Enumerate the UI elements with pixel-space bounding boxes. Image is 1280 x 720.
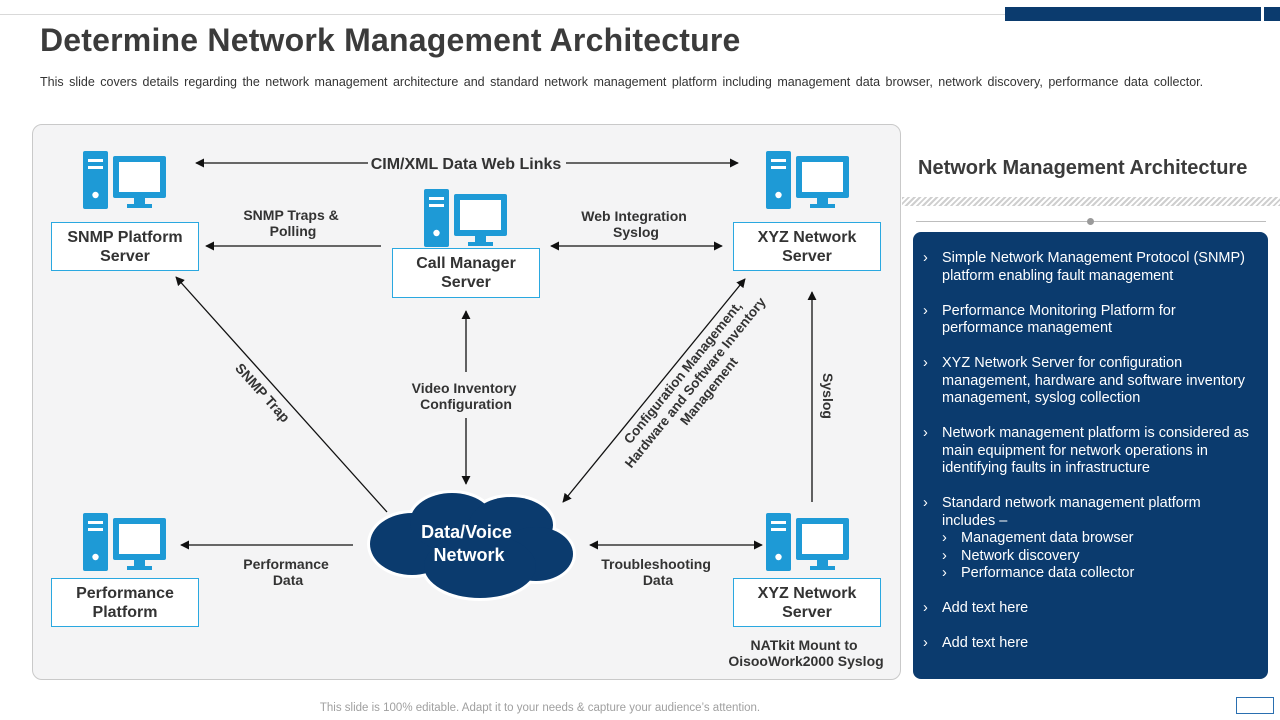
bullet-item: Simple Network Management Protocol (SNMP… — [923, 250, 1254, 285]
call-manager-label-line2: Server — [441, 274, 491, 291]
xyz-top-label-line1: XYZ Network — [757, 228, 857, 246]
troubleshooting-label-line1: Troubleshooting — [601, 556, 711, 572]
cim-xml-label: CIM/XML Data Web Links — [371, 156, 562, 173]
top-divider — [0, 14, 1005, 15]
page-title: Determine Network Management Architectur… — [40, 22, 741, 58]
top-accent-bar — [1005, 7, 1261, 21]
sub-bullet-item: Performance data collector — [942, 565, 1254, 583]
bullet-item: Add text here — [923, 600, 1254, 618]
natkit-label-line1: NATkit Mount to — [751, 637, 858, 653]
svg-text:NATkit Mount to OisooWork2: NATkit Mount to OisooWork2000 Syslog — [728, 637, 883, 669]
svg-text:Data/Voice Network: Data/Voice Network — [421, 522, 517, 565]
svg-text:Web Integration Syslog: Web Integration Syslog — [581, 208, 690, 240]
bullet-text: Add text here — [942, 635, 1029, 651]
performance-computer-icon — [83, 513, 166, 571]
snmp-server-label-line1: SNMP Platform — [67, 228, 183, 246]
bullet-item: Performance Monitoring Platform for perf… — [923, 303, 1254, 338]
snmp-traps-label-line2: Polling — [270, 223, 317, 239]
xyz-bottom-label-line1: XYZ Network — [757, 584, 857, 602]
snmp-server-label-line2: Server — [100, 247, 150, 265]
snmp-traps-label-line1: SNMP Traps & — [243, 207, 338, 223]
hatched-divider — [902, 197, 1280, 206]
sidebar-bullet-list: Simple Network Management Protocol (SNMP… — [923, 250, 1254, 653]
sub-bullet-item: Network discovery — [942, 548, 1254, 566]
bullet-item: XYZ Network Server for configuration man… — [923, 355, 1254, 408]
architecture-diagram: Data/Voice Network CIM/XML Data Web Link… — [83, 151, 884, 669]
bullet-text: Add text here — [942, 600, 1029, 616]
xyz-top-label-line2: Server — [782, 247, 832, 265]
syslog-label: Syslog — [820, 373, 836, 419]
sub-bullet-item: Management data browser — [942, 530, 1254, 548]
web-integration-label-line2: Syslog — [613, 224, 659, 240]
snmp-trap-label: SNMP Trap — [232, 360, 293, 425]
arrow-config-mgmt — [562, 278, 746, 503]
cloud-label-line2: Network — [433, 545, 505, 565]
sub-bullet-list: Management data browser Network discover… — [942, 530, 1254, 583]
bullet-item: Standard network management platform inc… — [923, 495, 1254, 583]
bullet-item: Network management platform is considere… — [923, 425, 1254, 478]
svg-text:Video Inventory Configurat: Video Inventory Configuration — [412, 380, 521, 412]
video-inventory-label-line1: Video Inventory — [412, 380, 517, 396]
troubleshooting-label-line2: Data — [643, 572, 674, 588]
performance-label-line2: Platform — [92, 603, 158, 621]
video-inventory-label-line2: Configuration — [420, 396, 512, 412]
performance-label-line1: Performance — [76, 584, 174, 602]
arrow-snmp-trap — [175, 276, 388, 513]
bullet-text: Simple Network Management Protocol (SNMP… — [942, 250, 1245, 284]
xyz-top-computer-icon — [766, 151, 849, 209]
svg-text:Configuration Management,: Configuration Management, Hardware and S… — [610, 282, 784, 481]
performance-data-label-line1: Performance — [243, 556, 329, 572]
config-mgmt-label-line2: Hardware and Software Inventory — [622, 294, 769, 471]
snmp-server-computer-icon — [83, 151, 166, 209]
xyz-bottom-label-line2: Server — [782, 603, 832, 621]
bullet-item: Add text here — [923, 635, 1254, 653]
sidebar-bullet-panel: Simple Network Management Protocol (SNMP… — [913, 232, 1268, 679]
sidebar-title: Network Management Architecture — [918, 157, 1248, 179]
web-integration-label-line1: Web Integration — [581, 208, 687, 224]
top-accent-bar-end — [1264, 7, 1280, 21]
call-manager-label-line1: Call Manager — [416, 255, 516, 272]
svg-text:SNMP Traps & Polling: SNMP Traps & Polling — [243, 207, 342, 239]
performance-data-label-line2: Data — [273, 572, 304, 588]
bullet-text: Network management platform is considere… — [942, 425, 1250, 476]
corner-box — [1236, 697, 1274, 714]
natkit-label-line2: OisooWork2000 Syslog — [728, 653, 883, 669]
footer-note: This slide is 100% editable. Adapt it to… — [319, 702, 761, 714]
bullet-text: Standard network management platform inc… — [942, 495, 1201, 529]
page-subtitle: This slide covers details regarding the … — [40, 75, 1204, 89]
data-voice-cloud: Data/Voice Network — [367, 490, 576, 601]
call-manager-computer-icon — [424, 189, 507, 247]
xyz-bottom-computer-icon — [766, 513, 849, 571]
bullet-text: XYZ Network Server for configuration man… — [942, 355, 1246, 406]
svg-text:Performance Data: Performance Data — [243, 556, 332, 588]
sidebar-rule-dot — [1087, 218, 1094, 225]
svg-text:Troubleshooting Data: Troubleshooting Data — [601, 556, 715, 588]
cloud-label-line1: Data/Voice — [421, 522, 512, 542]
bullet-text: Performance Monitoring Platform for perf… — [942, 302, 1176, 337]
